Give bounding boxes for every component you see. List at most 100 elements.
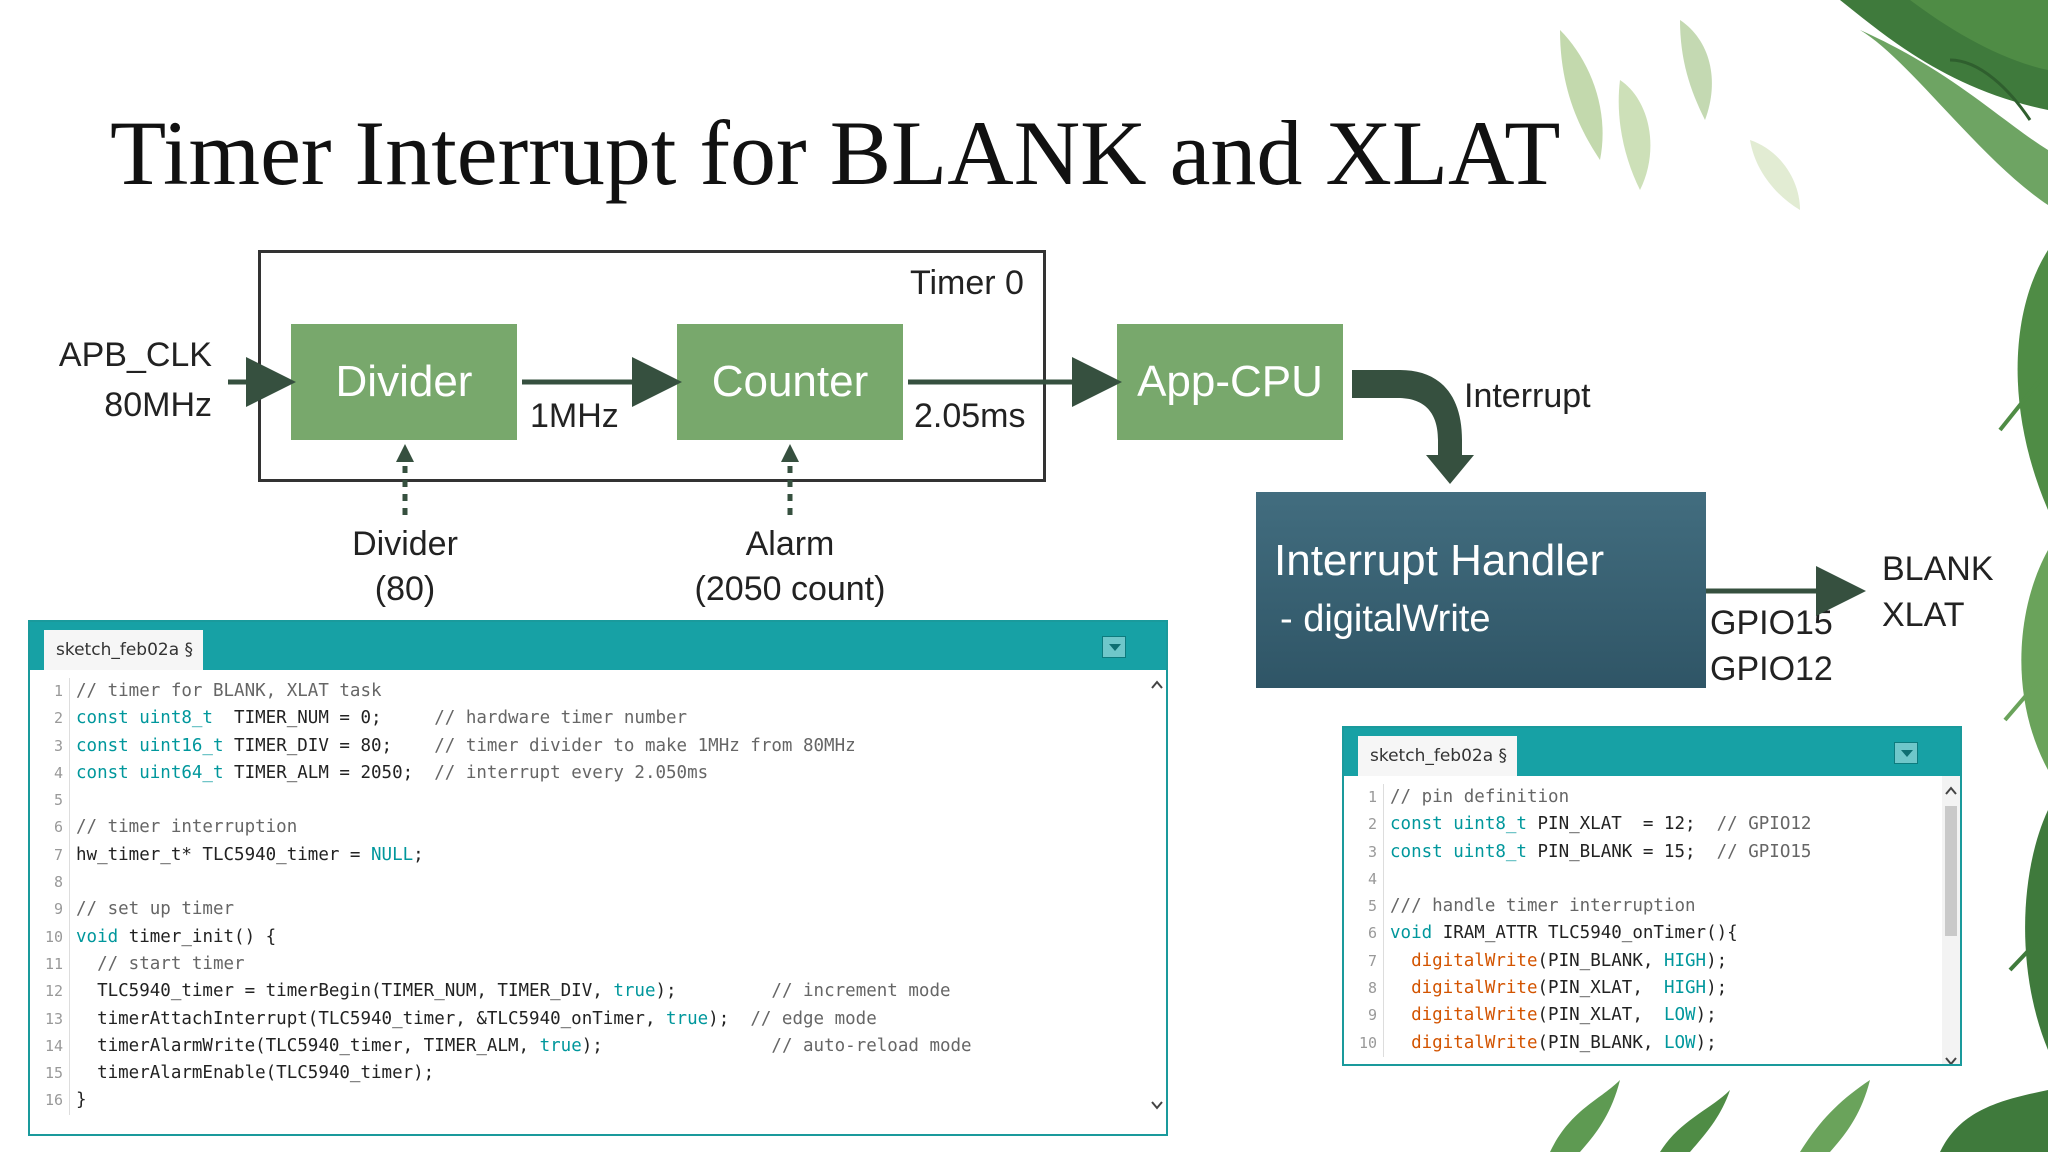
code-token: TIMER_NUM = 0; <box>212 708 435 729</box>
scroll-arrows-icon <box>1151 680 1163 1110</box>
code-token: ); <box>655 981 772 1002</box>
code-token: LOW <box>1663 1032 1696 1053</box>
code-line[interactable]: 9// set up timer <box>30 896 972 924</box>
arrow-divider-param <box>396 444 414 515</box>
alarm-param-value: (2050 count) <box>694 570 886 608</box>
code-token: const uint8_t <box>1390 814 1527 835</box>
code-token: LOW <box>1663 1005 1696 1026</box>
code-line[interactable]: 8 <box>30 869 972 897</box>
code-token: ); <box>1706 950 1728 971</box>
vertical-scrollbar[interactable] <box>1942 776 1960 1064</box>
code-token: // start timer <box>76 953 245 974</box>
code-token: timerAlarmWrite(TLC5940_timer, TIMER_ALM… <box>76 1035 540 1056</box>
code-token: void <box>76 926 119 947</box>
tab-menu-dropdown-icon[interactable] <box>1102 636 1126 658</box>
line-number: 5 <box>30 787 70 815</box>
code-token: digitalWrite <box>1411 950 1538 971</box>
code-line[interactable]: 4 <box>1344 865 1811 894</box>
code-token: // GPIO12 <box>1716 814 1812 835</box>
code-line[interactable]: 5/// handle timer interruption <box>1344 893 1811 921</box>
code-token: const uint8_t <box>1390 841 1527 862</box>
gpio15-label: GPIO15 <box>1710 604 1833 642</box>
code-token: PIN_BLANK = 15; <box>1526 841 1717 862</box>
line-number: 9 <box>1344 1002 1384 1030</box>
code-line[interactable]: 8 digitalWrite(PIN_XLAT, HIGH); <box>1344 975 1811 1003</box>
code-line[interactable]: 5 <box>30 787 972 815</box>
interrupt-label: Interrupt <box>1464 377 1591 415</box>
code-token: digitalWrite <box>1411 1005 1538 1026</box>
code-token: ); <box>1695 1005 1717 1026</box>
scrollbar-thumb[interactable] <box>1945 806 1957 936</box>
code-line[interactable]: 12 TLC5940_timer = timerBegin(TIMER_NUM,… <box>30 978 972 1006</box>
code-line[interactable]: 14 timerAlarmWrite(TLC5940_timer, TIMER_… <box>30 1032 972 1061</box>
code-token: ); <box>1695 1032 1717 1053</box>
arrow-alarm-param <box>781 444 799 515</box>
code-line[interactable]: 1// timer for BLANK, XLAT task <box>30 678 972 706</box>
code-token: (PIN_XLAT, <box>1537 978 1664 999</box>
line-number: 6 <box>30 814 70 842</box>
code-token: const uint16_t <box>76 735 224 756</box>
tab-menu-dropdown-icon[interactable] <box>1894 742 1918 764</box>
code-token: ); <box>581 1035 772 1056</box>
code-line[interactable]: 6// timer interruption <box>30 814 972 842</box>
line-number: 8 <box>30 869 70 897</box>
code-line[interactable]: 9 digitalWrite(PIN_XLAT, LOW); <box>1344 1002 1811 1030</box>
code-line[interactable]: 11 // start timer <box>30 950 972 979</box>
handler-subtitle: - digitalWrite <box>1280 598 1491 640</box>
app-cpu-block: App-CPU <box>1117 324 1343 440</box>
code-token: true <box>613 981 656 1002</box>
line-number: 14 <box>30 1032 70 1061</box>
code-line[interactable]: 10 digitalWrite(PIN_BLANK, LOW); <box>1344 1029 1811 1057</box>
editor-toolbar <box>30 622 1166 670</box>
line-number: 2 <box>1344 811 1384 839</box>
code-line[interactable]: 1// pin definition <box>1344 784 1811 812</box>
code-token: void <box>1390 923 1433 944</box>
code-line[interactable]: 2 const uint8_t TIMER_NUM = 0; // hardwar… <box>30 705 972 733</box>
blank-output-label: BLANK <box>1882 550 1994 588</box>
code-token: // interrupt every 2.050ms <box>434 762 709 783</box>
code-token: const uint64_t <box>76 762 224 783</box>
code-line[interactable]: 16} <box>30 1087 972 1115</box>
code-token <box>1390 978 1411 998</box>
counter-block: Counter <box>677 324 903 440</box>
code-token: // timer divider to make 1MHz from 80MHz <box>434 735 856 756</box>
code-editor-left: sketch_feb02a § 1// timer for BLANK, XLA… <box>28 620 1168 1136</box>
leaf-decoration-bottom-right <box>1550 1080 2048 1152</box>
code-token: // hardware timer number <box>434 708 688 729</box>
line-number: 7 <box>30 841 70 870</box>
code-line[interactable]: 13 timerAttachInterrupt(TLC5940_timer, &… <box>30 1005 972 1033</box>
editor-tab[interactable]: sketch_feb02a § <box>1358 736 1518 776</box>
line-number: 3 <box>1344 838 1384 866</box>
line-number: 12 <box>30 978 70 1006</box>
code-token: (PIN_BLANK, <box>1537 1032 1664 1053</box>
line-number: 13 <box>30 1005 70 1033</box>
scroll-arrows-icon <box>1945 786 1957 1064</box>
line-number: 6 <box>1344 920 1384 948</box>
code-line[interactable]: 15 timerAlarmEnable(TLC5940_timer); <box>30 1060 972 1088</box>
divider-param-value: (80) <box>374 570 436 608</box>
code-token: timer_init() { <box>118 926 277 947</box>
line-number: 2 <box>30 705 70 733</box>
code-token: } <box>76 1090 87 1111</box>
leaf-decoration-top-right <box>1560 0 2048 210</box>
line-number: 15 <box>30 1060 70 1088</box>
line-number: 9 <box>30 896 70 924</box>
code-line[interactable]: 7 digitalWrite(PIN_BLANK, HIGH); <box>1344 947 1811 976</box>
editor-tab[interactable]: sketch_feb02a § <box>44 630 204 670</box>
code-token: ); <box>708 1008 751 1029</box>
code-token: const uint8_t <box>76 708 213 729</box>
code-token: (PIN_XLAT, <box>1537 1005 1664 1026</box>
vertical-scrollbar[interactable] <box>1148 670 1166 1134</box>
line-number: 8 <box>1344 975 1384 1003</box>
code-token: (PIN_BLANK, <box>1537 950 1664 971</box>
